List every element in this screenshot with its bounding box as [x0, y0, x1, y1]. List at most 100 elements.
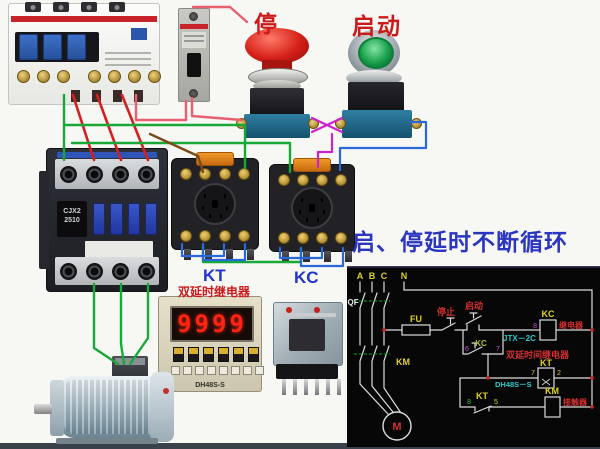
kt-contact-terminal-left: 8: [467, 399, 471, 406]
contactor-nameplate: [85, 241, 153, 258]
km-coil-desc: 接触器: [563, 397, 588, 407]
kc-coil-desc: 继电器: [559, 320, 584, 330]
linkage-dashes: [354, 300, 390, 355]
motor-body: [60, 376, 164, 438]
stop-contact-label: 停止: [437, 306, 455, 317]
button-body: [348, 82, 404, 114]
control-schematic: A B C N QF FU 停止 启动 KC 6 7 JTX－2C KC 8 继…: [347, 266, 600, 447]
main-circuit-breaker: [8, 2, 161, 105]
dip-switches: [173, 347, 259, 362]
stop-button-label: 停: [254, 11, 279, 37]
kc-relay-socket: [269, 158, 355, 262]
socket-bottom-screws: [274, 232, 350, 244]
display-digits: 9999: [177, 310, 247, 338]
socket-pins: [184, 249, 254, 260]
kc-coil-terminal: 8: [533, 323, 537, 330]
socket-clip: [293, 158, 331, 172]
breaker-rating-text: [105, 48, 151, 70]
start-button-label: 启动: [352, 13, 402, 39]
three-phase-motor: [34, 352, 176, 446]
phase-b-label: B: [369, 271, 376, 281]
schematic-top-edge: [347, 266, 600, 268]
motor-letter: M: [392, 421, 401, 433]
breaker-wire-slots: [71, 90, 143, 102]
km-coil-symbol: [544, 396, 561, 418]
terminal-screw: [335, 118, 346, 129]
stop-pushbutton: [236, 6, 319, 138]
socket-clip: [196, 152, 234, 166]
neutral-label: N: [401, 271, 408, 281]
breaker-toggle: [187, 53, 201, 77]
relay-coil: [289, 319, 325, 351]
qf-label: QF: [348, 298, 359, 307]
kc-label: KC: [294, 268, 319, 287]
page-title: 启、停延时不断循环: [352, 229, 568, 255]
button-body: [250, 88, 304, 118]
socket-pins: [282, 251, 352, 262]
mounting-tab: [39, 171, 49, 269]
socket-top-screws: [274, 174, 350, 186]
kc-contact-terminal-left: 6: [465, 346, 469, 353]
km-contact-label: KM: [396, 357, 410, 367]
contactor-bottom-terminals: [55, 257, 159, 285]
phase-a-label: A: [357, 271, 364, 281]
contact-block: [342, 110, 412, 138]
junction-dots: [382, 328, 594, 409]
breaker-brand-stripe: [11, 16, 157, 22]
breaker-screw-terminals: [17, 70, 168, 83]
red-mushroom-cap: [245, 28, 309, 64]
fu-label: FU: [410, 314, 422, 324]
motor-symbol: [382, 411, 412, 441]
kc-coil-symbol: [539, 319, 557, 341]
phase-c-label: C: [381, 271, 388, 281]
terminal-screw: [308, 118, 319, 129]
fuse-symbol: [401, 324, 431, 336]
kt-coil-label: KT: [540, 358, 552, 368]
model-line2: 2510: [64, 217, 80, 224]
contactor-model-label: CJX2 2510: [57, 201, 87, 237]
kc-contact-terminal-right: 7: [496, 346, 500, 353]
contactor-modules: [93, 201, 157, 237]
control-circuit-lines: [383, 312, 593, 414]
kt-label: KT: [203, 266, 226, 285]
socket-bottom-screws: [176, 230, 254, 242]
breaker-top-terminals: [25, 2, 125, 12]
phase-lines: [359, 281, 593, 415]
kt-timing-mark: [541, 378, 551, 386]
kt-coil-symbol: [537, 367, 555, 389]
breaker-label: [182, 32, 206, 48]
single-pole-breaker: [178, 8, 210, 102]
motor-badge: [163, 388, 169, 394]
breaker-screw: [189, 12, 198, 21]
octal-socket-holes: [194, 183, 236, 225]
motor-shaft: [34, 404, 52, 414]
kt-caption: 双延时继电器: [177, 285, 250, 299]
breaker-toggles: [15, 32, 99, 62]
green-button-cap: [358, 37, 394, 69]
setting-keys: [171, 366, 264, 375]
octal-socket-holes: [291, 187, 333, 229]
terminal-screw: [411, 118, 422, 129]
kc-contact-label: KC: [475, 339, 487, 348]
kt-relay-socket: [171, 152, 259, 260]
jtx-model-label: JTX－2C: [503, 334, 536, 343]
kt-contact-terminal-right: 5: [494, 399, 498, 406]
breaker-screw: [189, 89, 198, 98]
relay-indicator: [314, 307, 320, 313]
timer-model-text: DH48S-S: [195, 382, 225, 389]
model-line1: CJX2: [63, 208, 81, 215]
contactor-cjx2-2510: CJX2 2510: [39, 148, 168, 292]
relay-indicator: [286, 307, 292, 313]
kt-coil-terminal-right: 2: [557, 370, 561, 377]
led-display: 9999: [170, 306, 254, 342]
motor-front-flange: [50, 380, 64, 436]
contactor-top-strip: [57, 152, 157, 158]
contactor-top-terminals: [55, 159, 159, 189]
motor-end-cap: [150, 372, 174, 442]
kc-relay-clear-case: [272, 288, 344, 398]
kc-coil-label: KC: [542, 309, 555, 319]
relay-base: [276, 364, 338, 379]
start-contact-label: 启动: [465, 300, 483, 311]
socket-top-screws: [176, 168, 254, 180]
